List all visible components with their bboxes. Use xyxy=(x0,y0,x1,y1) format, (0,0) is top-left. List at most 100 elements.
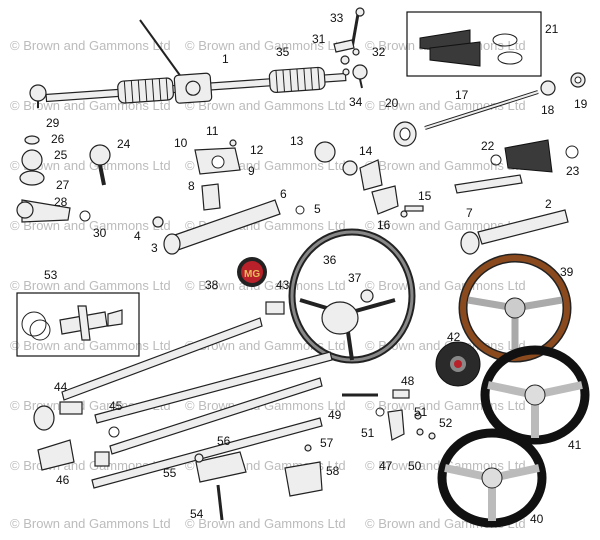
callout-27: 27 xyxy=(56,178,70,192)
callout-40: 40 xyxy=(530,512,544,526)
callout-52: 52 xyxy=(439,416,453,430)
callout-47: 47 xyxy=(379,459,393,473)
callout-20: 20 xyxy=(385,96,399,110)
callout-36: 36 xyxy=(323,253,337,267)
column-tube xyxy=(454,174,569,255)
callout-29: 29 xyxy=(46,116,60,130)
callout-38: 38 xyxy=(205,278,219,292)
callout-5: 5 xyxy=(314,202,321,216)
callout-8: 8 xyxy=(188,179,195,193)
watermark: © Brown and Gammons Ltd xyxy=(185,278,346,293)
callout-44: 44 xyxy=(54,380,68,394)
clamp-parts xyxy=(314,141,424,218)
callout-15: 15 xyxy=(418,189,432,203)
steering-wheel-leather xyxy=(480,345,590,445)
callouts: 1 2 3 4 5 6 7 8 9 10 11 12 13 14 15 16 1… xyxy=(44,11,588,526)
callout-34: 34 xyxy=(349,95,363,109)
callout-26: 26 xyxy=(51,132,65,146)
watermark: © Brown and Gammons Ltd xyxy=(185,516,346,531)
watermark: © Brown and Gammons Ltd xyxy=(185,98,346,113)
callout-42: 42 xyxy=(447,330,461,344)
pinion-shaft xyxy=(393,72,586,147)
callout-14: 14 xyxy=(359,144,373,158)
track-rod-parts xyxy=(16,135,111,223)
horn-push xyxy=(435,341,481,387)
callout-49: 49 xyxy=(328,408,342,422)
watermark: © Brown and Gammons Ltd xyxy=(365,218,526,233)
switch-brackets xyxy=(342,389,436,441)
watermark: © Brown and Gammons Ltd xyxy=(365,158,526,173)
callout-48: 48 xyxy=(401,374,415,388)
callout-18: 18 xyxy=(541,103,555,117)
callout-3: 3 xyxy=(151,241,158,255)
mg-badge: MG xyxy=(237,257,267,287)
callout-51: 51 xyxy=(361,426,375,440)
couplings xyxy=(33,401,120,471)
callout-1: 1 xyxy=(222,52,229,66)
watermark: © Brown and Gammons Ltd xyxy=(365,398,526,413)
callout-57: 57 xyxy=(320,436,334,450)
callout-51b: 51 xyxy=(414,405,428,419)
lower-shaft xyxy=(152,199,305,255)
watermark: © Brown and Gammons Ltd xyxy=(10,218,171,233)
callout-28: 28 xyxy=(54,195,68,209)
callout-23: 23 xyxy=(566,164,580,178)
watermark: © Brown and Gammons Ltd xyxy=(185,38,346,53)
callout-12: 12 xyxy=(250,143,264,157)
callout-43: 43 xyxy=(276,278,290,292)
callout-31: 31 xyxy=(312,32,326,46)
steering-wheel-standard xyxy=(288,228,416,364)
watermark: © Brown and Gammons Ltd xyxy=(10,338,171,353)
callout-53: 53 xyxy=(44,268,58,282)
callout-33: 33 xyxy=(330,11,344,25)
callout-10: 10 xyxy=(174,136,188,150)
callout-41: 41 xyxy=(568,438,582,452)
watermark: © Brown and Gammons Ltd xyxy=(10,516,171,531)
gaiter-kit xyxy=(406,11,542,77)
watermark: © Brown and Gammons Ltd xyxy=(10,38,171,53)
callout-39: 39 xyxy=(560,265,574,279)
callout-13: 13 xyxy=(290,134,304,148)
callout-56: 56 xyxy=(217,434,231,448)
callout-4: 4 xyxy=(134,229,141,243)
bush xyxy=(265,301,285,315)
svg-text:MG: MG xyxy=(244,269,260,280)
callout-35: 35 xyxy=(276,45,290,59)
callout-24: 24 xyxy=(117,137,131,151)
callout-32: 32 xyxy=(372,45,386,59)
steering-rack xyxy=(29,19,368,108)
nut xyxy=(360,289,374,303)
callout-37: 37 xyxy=(348,271,362,285)
callout-30: 30 xyxy=(93,226,107,240)
watermark: © Brown and Gammons Ltd xyxy=(10,278,171,293)
callout-22: 22 xyxy=(481,139,495,153)
column-clamps xyxy=(194,444,323,521)
callout-46: 46 xyxy=(56,473,70,487)
cover-plate xyxy=(194,139,241,211)
steering-wheel-wood xyxy=(458,253,572,363)
callout-6: 6 xyxy=(280,187,287,201)
callout-50: 50 xyxy=(408,459,422,473)
callout-16: 16 xyxy=(377,218,391,232)
column-shafts xyxy=(61,317,333,489)
callout-55: 55 xyxy=(163,466,177,480)
uj-kit xyxy=(16,292,140,357)
rack-gaiter xyxy=(490,139,579,173)
callout-2: 2 xyxy=(545,197,552,211)
callout-45: 45 xyxy=(109,399,123,413)
steering-wheel-leather-large xyxy=(437,428,547,528)
callout-25: 25 xyxy=(54,148,68,162)
bracket-bolts xyxy=(333,7,365,76)
callout-58: 58 xyxy=(326,464,340,478)
callout-11: 11 xyxy=(206,124,219,138)
watermark: © Brown and Gammons Ltd xyxy=(365,278,526,293)
callout-21: 21 xyxy=(545,22,559,36)
callout-7: 7 xyxy=(466,206,473,220)
watermark: © Brown and Gammons Ltd xyxy=(10,158,171,173)
callout-17: 17 xyxy=(455,88,469,102)
callout-19: 19 xyxy=(574,97,588,111)
callout-54: 54 xyxy=(190,507,204,521)
callout-9: 9 xyxy=(248,164,255,178)
